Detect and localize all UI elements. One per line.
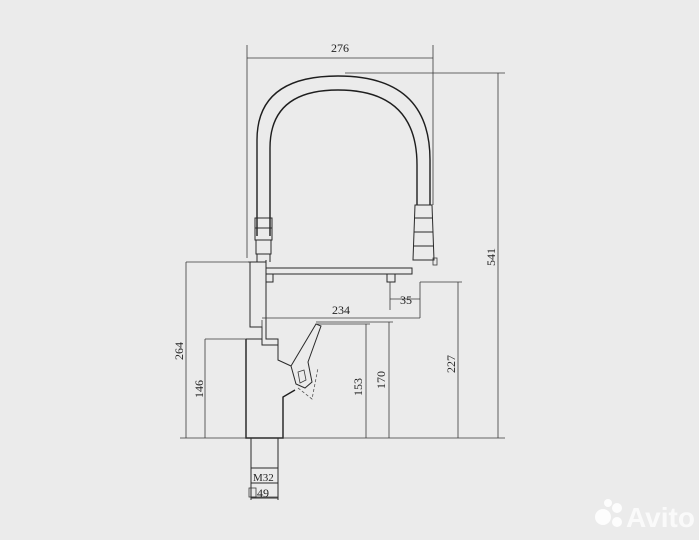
faucet-body	[245, 261, 296, 439]
watermark: Avito	[595, 499, 695, 533]
spout-arm	[265, 260, 413, 283]
dim-base-diameter: 49	[257, 486, 269, 500]
watermark-logo-icon	[595, 499, 622, 527]
dim-overall-height: 541	[484, 248, 498, 266]
dim-lever-height: 146	[192, 380, 206, 398]
dim-thread: M32	[253, 472, 274, 484]
dim-spout-height: 227	[444, 355, 458, 373]
spout-hose	[254, 75, 438, 266]
dim-body-height: 264	[172, 342, 186, 360]
dim-nozzle-offset: 35	[400, 293, 412, 307]
dim-lever-top: 153	[351, 378, 365, 396]
dim-spout-reach: 234	[332, 303, 350, 317]
dim-overall-reach: 276	[331, 41, 349, 55]
diameter-symbol	[248, 487, 257, 498]
dimension-lines	[180, 45, 505, 500]
lever-handle	[290, 323, 322, 400]
mounting-shank	[250, 438, 279, 500]
dim-body-spout: 170	[374, 371, 388, 389]
watermark-text: Avito	[626, 502, 695, 533]
